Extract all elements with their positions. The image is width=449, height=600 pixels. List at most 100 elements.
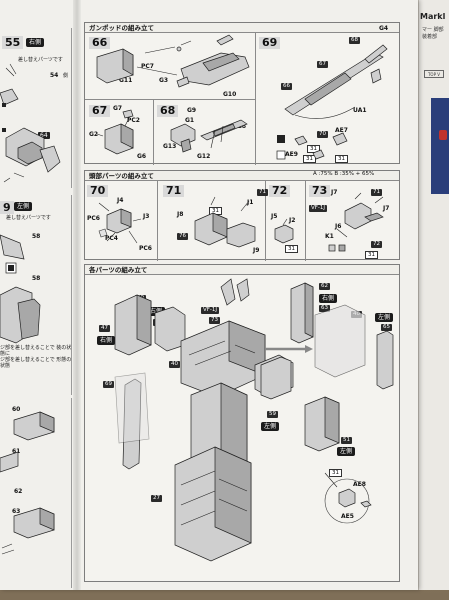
step-59-panel: 9 左側 差し替えパーツです 58 58 ジ部を差し替えることで 装の状態に ジ…	[0, 195, 72, 395]
step-69-number: 69	[259, 37, 281, 49]
head-divider-1	[157, 181, 158, 261]
step-59-part-a: 58	[32, 233, 41, 240]
step-69-part-68: 68	[349, 37, 360, 44]
step-71-part-j1: J1	[247, 199, 254, 206]
label-40: 40	[169, 361, 180, 368]
step-59-side-badge: 左側	[14, 202, 33, 211]
label-59: 59	[267, 411, 278, 418]
label-vf: VF-1J	[201, 307, 220, 314]
right-sheet-badge: TOP V	[424, 70, 444, 78]
step-67-illustration	[96, 109, 134, 155]
step-70-part-pc6b: PC6	[139, 245, 152, 252]
label-27: 27	[151, 495, 162, 502]
step-69-illustration	[276, 44, 388, 160]
assembly-illustration	[114, 278, 394, 562]
part-61-label: 61	[12, 448, 21, 455]
label-47: 47	[99, 325, 110, 332]
step-72-number: 72	[269, 185, 291, 197]
box-art-strip	[431, 98, 449, 194]
instruction-sheet: 55 右側 差し替えパーツです 54 側 64 9 左側 差し替えパーツです 5…	[0, 0, 418, 590]
head-divider-2	[265, 181, 266, 261]
step-68-part-g1: G1	[185, 117, 195, 124]
step-55-number: 55	[2, 36, 24, 49]
step-70-number: 70	[87, 185, 109, 197]
label-65: 65	[381, 324, 392, 331]
step-66-number: 66	[89, 37, 111, 49]
label-left-side-3: 左側	[337, 447, 356, 456]
right-sheet-title: Markl	[420, 12, 446, 21]
step-71-part-76: 76	[177, 233, 188, 240]
label-62: 62	[319, 283, 330, 290]
page-fold	[73, 0, 81, 590]
step-73-part-k1: K1	[325, 233, 334, 240]
right-sheet	[418, 0, 449, 590]
step-67-part-g7: G7	[113, 105, 123, 112]
step-66-part-pc7: PC7	[141, 63, 154, 70]
step-69-part-70: 70	[317, 131, 328, 138]
step-68-number: 68	[157, 105, 179, 117]
step-71-illustration	[194, 196, 256, 248]
step-55-side-badge: 右側	[26, 38, 45, 47]
label-ae8: AE8	[353, 481, 366, 488]
step-69-part-67: 67	[317, 61, 328, 68]
step-69-part-31b: 31	[303, 155, 316, 163]
step-68-part-g12: G12	[197, 153, 211, 160]
step-lower-panel: 60 61 62 63	[0, 398, 72, 588]
lower-panel-illustration	[0, 411, 55, 555]
step-69-part-ae7: AE7	[335, 127, 348, 134]
label-31: 31	[329, 469, 342, 477]
step-70-part-j4: J4	[117, 197, 124, 204]
step-71-part-71: 71	[257, 189, 268, 196]
label-73: 73	[209, 317, 220, 324]
assembly-section-header: 各パーツの組み立て	[85, 265, 399, 275]
step-55-part-c: 側	[63, 73, 69, 79]
label-ae5: AE5	[341, 513, 354, 520]
right-sheet-subtitle: マー 脚部 装着部	[422, 27, 444, 40]
part-63-label: 63	[12, 508, 21, 515]
step-70-part-pc4: PC4	[105, 235, 118, 242]
label-left-side-2: 左側	[261, 422, 280, 431]
step-69-part-ua1: UA1	[353, 107, 367, 114]
step-73-part-71: 71	[371, 189, 382, 196]
assembly-section: 各パーツの組み立て 30 右側 55 47 右側 69 40 VF-1J 73 …	[84, 264, 400, 582]
step-70-part-pc6a: PC6	[87, 215, 100, 222]
step-68-illustration	[170, 119, 248, 153]
head-divider-3	[305, 181, 306, 261]
step-59-note: 差し替えパーツです	[6, 215, 51, 221]
step-55-note: 差し替えパーツです	[18, 57, 63, 63]
box-art-accent	[439, 130, 447, 140]
step-66-part-g3: G3	[159, 77, 169, 84]
label-51: 51	[341, 437, 352, 444]
step-68-part-g9: G9	[187, 107, 197, 114]
step-70-illustration	[98, 202, 142, 244]
step-69-part-31c: 31	[335, 155, 348, 163]
step-55-part-a: 54	[50, 72, 59, 79]
step-73-part-72: 72	[371, 241, 382, 248]
step-70-part-j3: J3	[143, 213, 150, 220]
step-72-part-j2: J2	[289, 217, 296, 224]
head-section: 頭部パーツの組み立て 70 J4 PC6 J3 PC4 PC6 71 J8 J1…	[84, 170, 400, 261]
label-right-side-3: 右側	[319, 294, 338, 303]
part-62-label: 62	[14, 488, 23, 495]
step-59-number: 9	[0, 201, 14, 214]
step-55-part-b: 64	[38, 132, 50, 139]
step-71-number: 71	[163, 185, 185, 197]
step-71-part-j9: J9	[253, 247, 260, 254]
paint-legend: A :75% B :35% + 65%	[313, 171, 375, 177]
step-55-panel: 55 右側 差し替えパーツです 54 側 64	[0, 28, 72, 188]
step-55-illustration	[0, 63, 61, 183]
gunpod-section-header: ガンポッドの組み立て	[85, 23, 399, 33]
step-73-illustration	[328, 192, 384, 252]
step-66-part-g11: G11	[119, 77, 133, 84]
step-72-part-j5: J5	[271, 213, 278, 220]
step-72-part-31: 31	[285, 245, 298, 253]
label-left-side-1: 左側	[375, 313, 394, 322]
step-59-note-2: ジ部を差し替えることで 装の状態に	[0, 345, 72, 357]
gunpod-divider-v2	[153, 100, 154, 165]
step-73-part-j6: J6	[335, 223, 342, 230]
part-60-label: 60	[12, 406, 21, 413]
step-67-part-pc2: PC2	[127, 117, 140, 124]
step-67-part-g2: G2	[89, 131, 99, 138]
label-69: 69	[103, 381, 114, 388]
step-73-part-j7a: J7	[331, 189, 338, 196]
